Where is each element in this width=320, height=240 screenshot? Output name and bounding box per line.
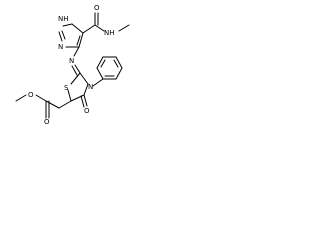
bond-thz-3 [70, 94, 85, 102]
chemical-structure: NH N O NH N S N O O O [15, 4, 130, 126]
bond-ring-co-2 [80, 95, 85, 108]
bond-imidazole-1 [62, 23, 73, 27]
atom-ester-o-carbonyl: O [44, 118, 50, 126]
bond-amide-1 [82, 24, 96, 34]
bond-amide-n [94, 24, 105, 32]
bond-ester-me [15, 94, 27, 102]
bonds [15, 12, 130, 119]
bond-imine-2a [74, 64, 81, 74]
bond-imidazole-5b [61, 30, 66, 40]
atom-imidazole-n: N [58, 43, 63, 51]
bond-thz-2 [79, 72, 89, 85]
bond-imine-2b [71, 65, 78, 76]
bond-side-1 [58, 100, 72, 109]
bond-thz-5 [83, 83, 89, 96]
bond-thz-1 [70, 72, 81, 85]
bond-ph-d3 [100, 59, 106, 68]
atom-amide-o: O [94, 4, 100, 12]
bond-thz-4 [67, 89, 72, 102]
bond-ph-attach [92, 78, 104, 87]
atom-ring-s: S [64, 84, 69, 92]
atom-amide-nh: NH [104, 29, 115, 37]
atom-imidazole-nh: NH [58, 15, 69, 23]
bond-ring-co-1 [83, 94, 88, 107]
bond-imidazole-3b [76, 35, 81, 46]
bond-ester-o [35, 94, 47, 102]
atom-ring-n: N [88, 83, 93, 91]
bond-imidazole-3 [78, 32, 84, 48]
atom-ring-o: O [84, 107, 90, 115]
bond-amide-me [118, 24, 130, 32]
bond-ph-d2 [113, 59, 119, 68]
bond-ph-5 [96, 56, 104, 69]
bond-ph-2 [115, 67, 123, 80]
bond-ph-6 [96, 67, 104, 80]
atom-ester-o-methoxy: O [28, 91, 34, 99]
bond-imidazole-2 [71, 23, 84, 34]
bond-side-2 [45, 100, 60, 109]
bond-imine-1 [73, 46, 80, 57]
bond-ph-3 [115, 56, 123, 69]
atom-imine-n: N [69, 57, 74, 65]
atom-labels: NH N O NH N S N O O O [28, 4, 115, 126]
bond-imidazole-5 [58, 31, 63, 42]
